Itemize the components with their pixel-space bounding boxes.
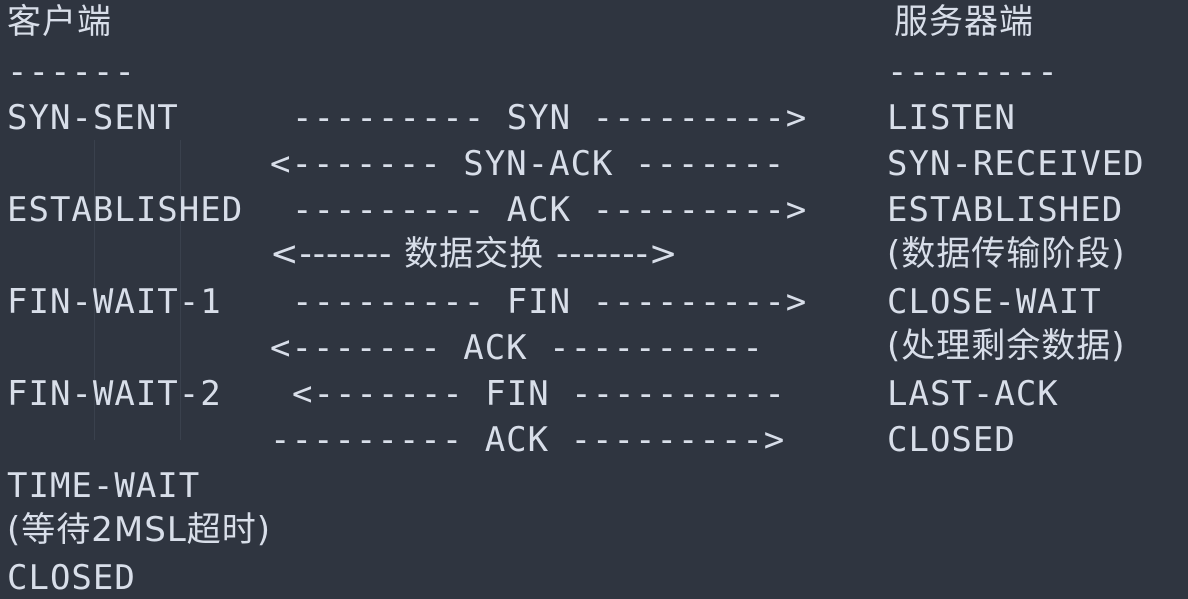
server-state-last-ack: LAST-ACK	[887, 374, 1059, 414]
client-title: 客户端	[7, 2, 112, 42]
message-syn: --------- SYN --------->	[292, 98, 808, 138]
client-state-syn-sent: SYN-SENT	[7, 98, 179, 138]
indent-guide	[180, 140, 181, 440]
server-state-closed: CLOSED	[887, 420, 1016, 460]
message-syn-ack: <------- SYN-ACK -------	[270, 144, 786, 184]
server-state-listen: LISTEN	[887, 98, 1016, 138]
server-note-remaining-data: (处理剩余数据)	[887, 326, 1126, 366]
message-ack-3: --------- ACK --------->	[270, 420, 786, 460]
server-state-syn-received: SYN-RECEIVED	[887, 144, 1145, 184]
message-data-exchange: <------- 数据交换 ------->	[270, 234, 679, 274]
server-title: 服务器端	[894, 2, 1034, 42]
server-note-data-transfer: (数据传输阶段)	[887, 234, 1126, 274]
client-divider: ------	[7, 52, 136, 92]
client-state-time-wait: TIME-WAIT	[7, 466, 201, 506]
client-state-closed: CLOSED	[7, 558, 136, 598]
client-state-established: ESTABLISHED	[7, 190, 244, 230]
client-state-fin-wait-1: FIN-WAIT-1	[7, 282, 222, 322]
message-fin: --------- FIN --------->	[292, 282, 808, 322]
message-ack-2: <------- ACK ----------	[270, 328, 764, 368]
client-state-fin-wait-2: FIN-WAIT-2	[7, 374, 222, 414]
server-divider: --------	[887, 52, 1059, 92]
server-state-close-wait: CLOSE-WAIT	[887, 282, 1102, 322]
message-fin-2: <------- FIN ----------	[292, 374, 786, 414]
server-state-established: ESTABLISHED	[887, 190, 1124, 230]
indent-guide	[94, 140, 95, 440]
client-note-2msl: (等待2MSL超时)	[7, 510, 272, 550]
message-ack: --------- ACK --------->	[292, 190, 808, 230]
